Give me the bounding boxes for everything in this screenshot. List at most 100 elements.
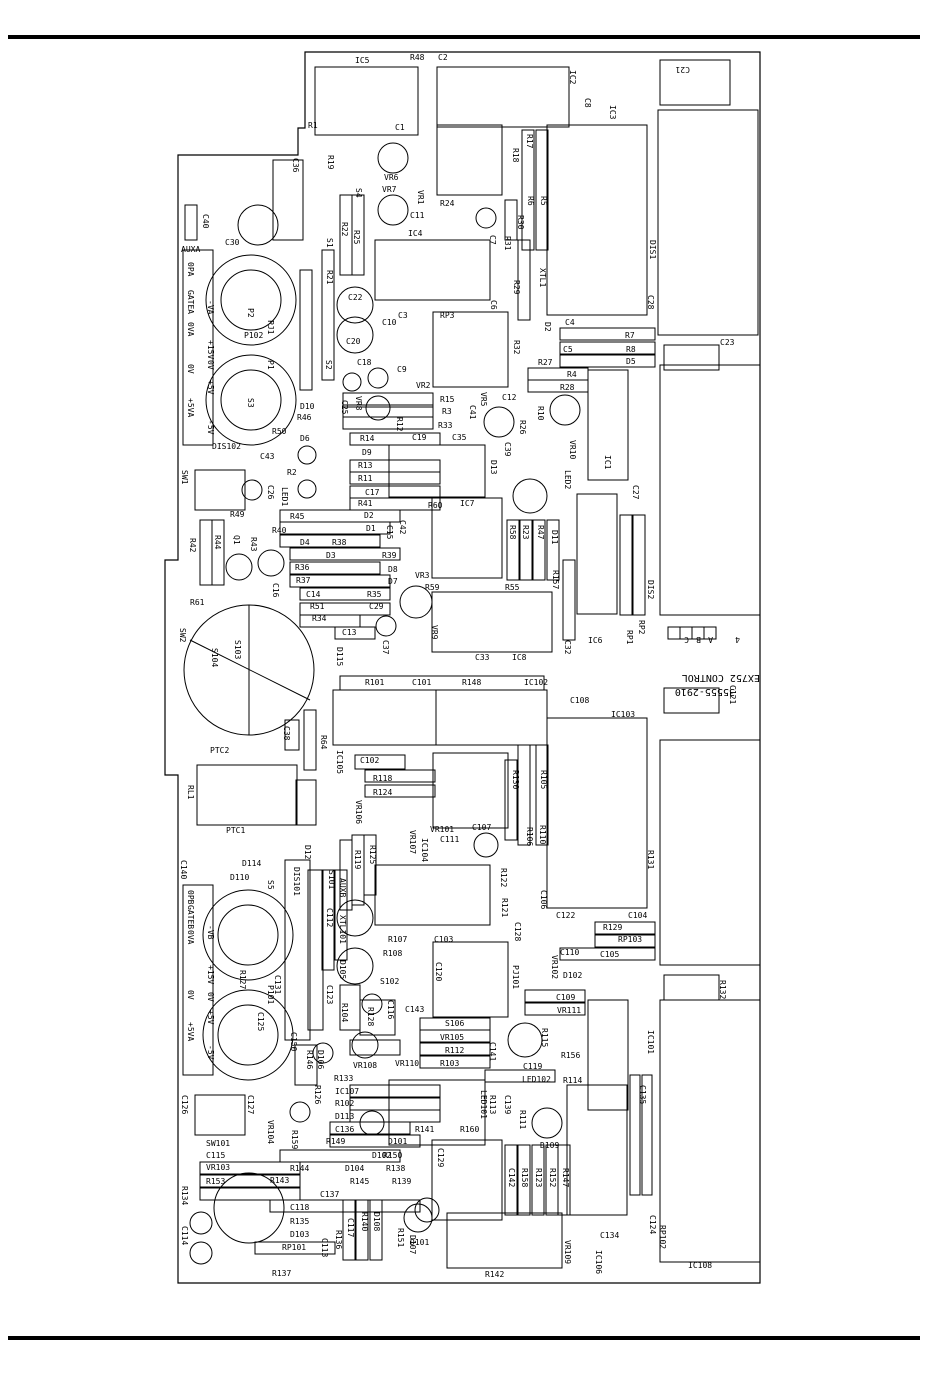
part-shape-113: [211, 519, 225, 586]
component-label: C42: [398, 520, 407, 535]
part-shape-163: [217, 904, 279, 966]
part-shape-128: [339, 984, 361, 1031]
part-shape-10: [388, 444, 486, 498]
component-label: PJ1: [266, 320, 275, 335]
component-label: C129: [436, 1148, 445, 1167]
component-label: PTC2: [210, 746, 229, 755]
component-label: C19: [412, 433, 427, 442]
part-shape-110: [342, 1199, 356, 1261]
component-label: C109: [556, 993, 575, 1002]
component-label: R138: [386, 1164, 405, 1173]
switch-divider-0: [189, 639, 311, 701]
component-label: D11: [550, 530, 559, 545]
component-label: R2: [287, 468, 297, 477]
component-label: R132: [718, 980, 727, 999]
component-label: R137: [272, 1269, 291, 1278]
component-label: C40: [201, 214, 210, 229]
component-label: R147: [561, 1168, 570, 1187]
part-shape-138: [512, 478, 548, 514]
part-shape-76: [484, 1069, 556, 1083]
component-label: C8: [583, 98, 592, 108]
part-shape-109: [557, 1144, 571, 1216]
component-label: R55: [505, 583, 520, 592]
part-shape-169: [359, 1110, 385, 1136]
component-label: VR1: [416, 190, 425, 205]
component-label: R23: [521, 525, 530, 540]
part-shape-1: [436, 66, 570, 128]
part-shape-47: [279, 521, 391, 535]
component-label: R4: [567, 370, 577, 379]
component-label: C120: [434, 962, 443, 981]
component-label: R146: [305, 1050, 314, 1069]
component-label: D9: [362, 448, 372, 457]
part-shape-78: [524, 1002, 586, 1016]
component-label: R46: [297, 413, 312, 422]
part-shape-69: [199, 1187, 301, 1201]
component-label: S106: [445, 1019, 464, 1028]
part-shape-40: [342, 416, 434, 430]
part-shape-100: [334, 869, 348, 961]
component-label: C11: [410, 211, 425, 220]
part-shape-18: [374, 864, 491, 926]
part-shape-21: [388, 1079, 486, 1146]
component-label: D7: [388, 577, 398, 586]
component-label: D101: [410, 1238, 429, 1247]
part-shape-24: [587, 999, 629, 1111]
component-label: S2: [324, 360, 333, 370]
component-label: C28: [646, 295, 655, 310]
component-label: PTC1: [226, 826, 245, 835]
part-shape-79: [594, 921, 656, 935]
component-label: RP1: [625, 630, 634, 645]
part-shape-161: [220, 369, 282, 431]
component-label: R58: [508, 525, 517, 540]
conn-b-3: +15V: [206, 965, 215, 984]
component-label: R15: [440, 395, 455, 404]
component-label: C139: [503, 1095, 512, 1114]
part-shape-29: [659, 59, 731, 106]
part-shape-33: [182, 249, 214, 446]
component-label: C117: [346, 1218, 355, 1237]
component-label: VR3: [415, 571, 430, 580]
component-label: VR2: [416, 381, 431, 390]
component-label: D101: [388, 1137, 407, 1146]
component-label: R12: [395, 417, 404, 432]
component-label: C2: [438, 53, 448, 62]
part-shape-132: [336, 286, 374, 324]
part-shape-90: [351, 194, 365, 276]
component-label: IC1: [603, 455, 612, 470]
component-label: C23: [720, 338, 735, 347]
component-label: R103: [440, 1059, 459, 1068]
component-label: VR102: [550, 955, 559, 979]
part-shape-165: [217, 1004, 279, 1066]
component-label: VR106: [354, 800, 363, 824]
part-shape-81: [559, 947, 656, 961]
component-label: XTL1: [538, 268, 547, 287]
part-shape-77: [524, 989, 586, 1003]
component-label: C21: [675, 65, 690, 74]
part-shape-149: [336, 899, 374, 937]
part-shape-147: [475, 207, 497, 229]
component-label: C12: [502, 393, 517, 402]
component-label: RP101: [282, 1243, 306, 1252]
part-shape-83: [364, 784, 436, 798]
part-shape-135: [367, 367, 389, 389]
component-label: Q1: [232, 535, 241, 545]
component-label: C26: [266, 485, 275, 500]
component-label: D10: [300, 402, 315, 411]
component-label: R50: [272, 427, 287, 436]
component-label: IC108: [688, 1261, 712, 1270]
component-label: RL1: [186, 785, 195, 800]
component-label: C137: [320, 1190, 339, 1199]
component-label: R101: [365, 678, 384, 687]
part-shape-96: [339, 839, 353, 911]
component-label: R29: [512, 280, 521, 295]
part-shape-137: [483, 406, 515, 438]
component-label: R127: [238, 970, 247, 989]
component-label: C20: [346, 337, 361, 346]
part-shape-87: [504, 199, 518, 241]
conn-a-0: 0PA: [186, 262, 195, 277]
component-label: C7: [488, 235, 497, 245]
component-label: C43: [260, 452, 275, 461]
component-label: R112: [445, 1046, 464, 1055]
part-shape-55: [334, 626, 376, 640]
